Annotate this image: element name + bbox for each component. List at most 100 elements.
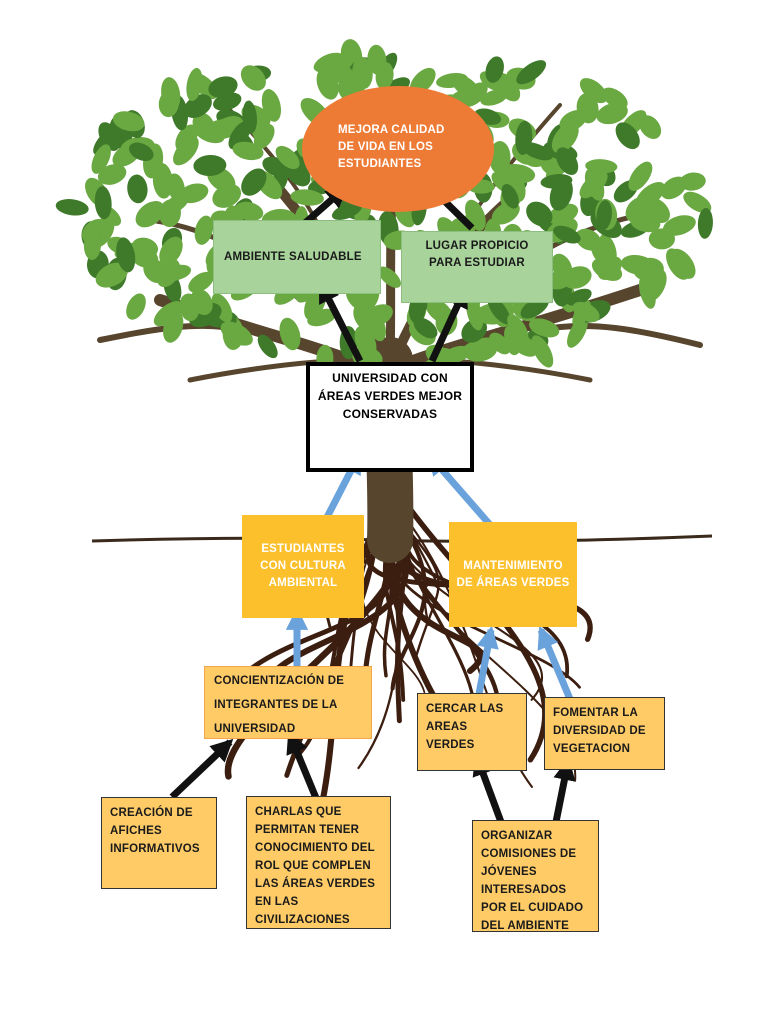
leaf (163, 193, 189, 214)
leaf (615, 122, 640, 150)
leaf (633, 259, 662, 281)
leaf (549, 177, 573, 211)
arrow-cercar-to-mantenimiento (475, 625, 499, 695)
leaf (242, 100, 258, 134)
leaf (697, 208, 713, 239)
leaf (193, 154, 227, 177)
arrow-charlas-to-concientizacion (286, 730, 320, 800)
leaf (127, 174, 148, 204)
leaf (572, 301, 600, 323)
leaf (135, 201, 165, 228)
leaf (501, 184, 519, 209)
leaf (130, 245, 159, 268)
activity-charlas: CHARLAS QUE PERMITAN TENER CONOCIMIENTO … (246, 796, 391, 929)
leaf (220, 321, 253, 346)
arrow-afiches-to-concientizacion (169, 738, 234, 800)
leaf (521, 142, 553, 161)
activity-organizar: ORGANIZAR COMISIONES DE JÓVENES INTERESA… (472, 820, 599, 932)
arrow-organizar-to-fomentar (552, 757, 576, 823)
leaf (553, 225, 581, 244)
arrow-central-to-ambiente (317, 280, 364, 363)
leaf (253, 124, 275, 150)
leaf (559, 109, 587, 132)
leaf (663, 215, 696, 236)
leaf (212, 183, 242, 208)
leaf (466, 296, 484, 331)
leaf (485, 56, 504, 83)
leaf (126, 293, 146, 320)
leaf (279, 317, 301, 351)
leaf (331, 202, 362, 220)
leaf (509, 332, 538, 357)
arrow-fomentar-to-mantenimiento (537, 625, 574, 701)
leaf (528, 318, 560, 338)
leaf (639, 115, 662, 140)
leaf (566, 288, 592, 306)
leaf (451, 74, 481, 100)
leaf (629, 211, 661, 233)
leaf (179, 293, 200, 322)
leaf (161, 77, 181, 111)
leaf (378, 266, 401, 288)
leaf (156, 258, 181, 288)
action-cercar: CERCAR LAS AREAS VERDES (417, 693, 527, 771)
leaf (159, 236, 183, 266)
leaf (489, 141, 511, 175)
leaf (211, 293, 233, 323)
benefit-lugar-propicio: LUGAR PROPICIO PARA ESTUDIAR (401, 231, 553, 303)
means-mantenimiento: MANTENIMIENTO DE ÁREAS VERDES (449, 522, 577, 627)
leaf (186, 67, 203, 102)
leaf (585, 159, 618, 174)
leaf (660, 176, 687, 200)
leaf (83, 229, 102, 260)
leaf (290, 189, 324, 206)
leaf (375, 61, 394, 90)
leaf (579, 78, 608, 104)
leaf (516, 60, 547, 85)
activity-afiches: CREACIÓN DE AFICHES INFORMATIVOS (101, 797, 217, 889)
leaf (628, 161, 653, 191)
goal-node: MEJORA CALIDAD DE VIDA EN LOS ESTUDIANTE… (302, 86, 494, 212)
leaf (194, 123, 225, 144)
leaf (163, 311, 184, 343)
leaf (556, 147, 579, 175)
leaf (95, 262, 128, 288)
means-estudiantes: ESTUDIANTES CON CULTURA AMBIENTAL (242, 515, 364, 618)
action-concientizacion: CONCIENTIZACIÓN DE INTEGRANTES DE LA UNI… (204, 666, 372, 739)
leaf (480, 89, 508, 106)
leaf (241, 168, 267, 196)
root (401, 498, 548, 763)
leaf (584, 168, 605, 201)
leaf (328, 59, 358, 89)
leaf (638, 274, 656, 309)
benefit-ambiente-saludable: AMBIENTE SALUDABLE (213, 220, 381, 294)
leaf (547, 270, 573, 290)
leaf (596, 200, 612, 231)
leaf (240, 65, 266, 91)
leaf (167, 173, 185, 201)
leaf (464, 340, 498, 362)
leaf (232, 141, 264, 161)
leaf (112, 111, 145, 132)
leaf (487, 296, 511, 325)
leaf (363, 304, 393, 327)
leaf (352, 56, 373, 90)
leaf (257, 334, 278, 359)
leaf (55, 199, 89, 216)
leaf (669, 248, 696, 279)
leaf (93, 126, 118, 155)
leaf (648, 228, 676, 250)
leaf (590, 237, 608, 265)
leaf (94, 186, 112, 220)
leaf (173, 136, 199, 166)
central-objective-node: UNIVERSIDAD CON ÁREAS VERDES MEJOR CONSE… (306, 362, 474, 472)
leaf (153, 301, 184, 327)
leaf (307, 308, 337, 327)
leaf (596, 102, 628, 125)
leaf (234, 201, 264, 221)
leaf (591, 258, 623, 281)
leaf (97, 164, 127, 185)
leaf (526, 201, 553, 227)
leaf (489, 332, 511, 355)
leaf (275, 145, 300, 170)
